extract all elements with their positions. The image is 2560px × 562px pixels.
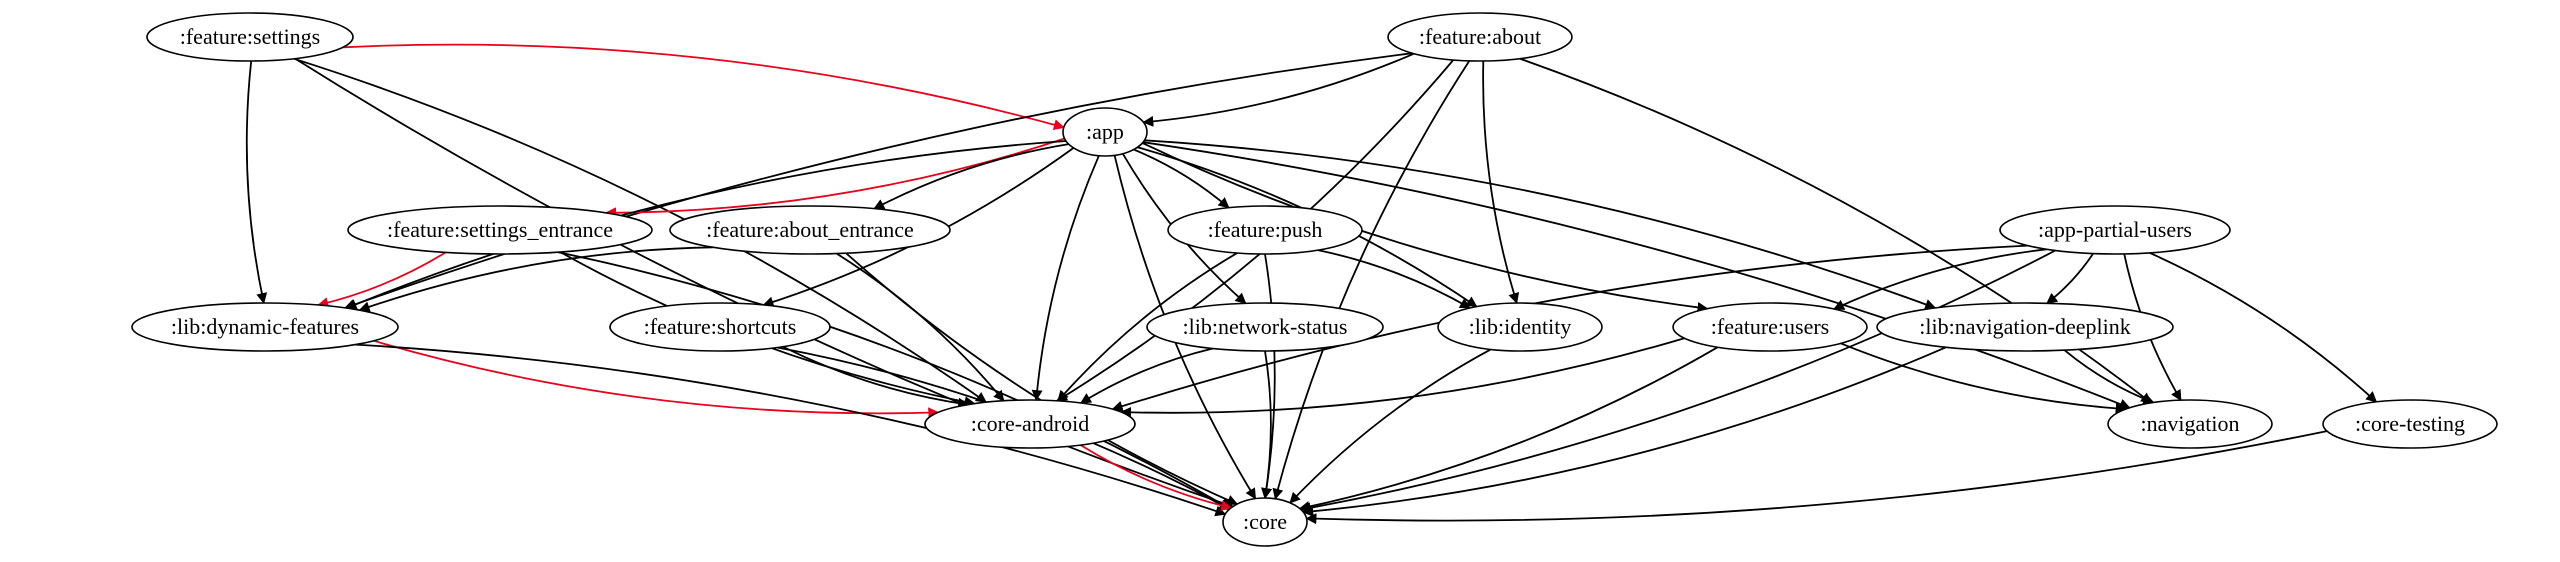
edge-feature_about_entrance-to-core	[845, 252, 1239, 506]
node-ellipse	[131, 302, 399, 352]
edge-feature_settings-to-core_android	[293, 57, 987, 403]
edge-lib_navigation_deeplink-to-core	[1302, 346, 1947, 517]
node-label: :feature:shortcuts	[644, 314, 797, 339]
edge-feature_settings-to-app	[342, 43, 1065, 131]
node-label: :core	[1243, 509, 1287, 534]
node-label: :app-partial-users	[2038, 217, 2192, 242]
edge-feature_users-to-core	[1298, 346, 1719, 512]
node-feature-settings-entrance: :feature:settings_entrance	[347, 205, 653, 255]
node-label: :lib:dynamic-features	[171, 314, 359, 339]
node-label: :feature:settings	[180, 24, 321, 49]
edge-feature_settings-to-lib_dynamic_features	[245, 60, 268, 305]
node-feature-users: :feature:users	[1672, 302, 1868, 352]
edge-app_partial_users-to-core_android	[1111, 244, 2028, 412]
node-label: :lib:network-status	[1183, 314, 1348, 339]
edge-core_testing-to-core	[1305, 430, 2328, 525]
node-label: :core-android	[971, 411, 1090, 436]
node-core-testing: :core-testing	[2322, 399, 2498, 449]
node-lib-navigation-deeplink: :lib:navigation-deeplink	[1876, 302, 2174, 352]
node-ellipse	[347, 205, 653, 255]
edge-feature_about-to-core	[1272, 60, 1471, 500]
node-ellipse	[1222, 497, 1308, 547]
node-label: :feature:settings_entrance	[387, 217, 613, 242]
edge-feature_about-to-lib_dynamic_features	[344, 52, 1413, 310]
node-ellipse	[1672, 302, 1868, 352]
node-ellipse	[1146, 302, 1384, 352]
edge-app-to-feature_about_entrance	[873, 143, 1069, 210]
edge-app-to-core_android	[1031, 155, 1100, 402]
node-ellipse	[2107, 399, 2273, 449]
edge-feature_shortcuts-to-core_android	[782, 345, 970, 409]
node-ellipse	[1999, 205, 2231, 255]
node-core: :core	[1222, 497, 1308, 547]
nodes-layer: :feature:settings :feature:about :app :feat…	[131, 12, 2498, 547]
node-navigation: :navigation	[2107, 399, 2273, 449]
node-feature-about-entrance: :feature:about_entrance	[669, 205, 951, 255]
node-label: :app	[1086, 119, 1124, 144]
edge-lib_network_status-to-core	[1261, 350, 1272, 500]
edge-feature_about_entrance-to-lib_dynamic_features	[358, 246, 713, 313]
edge-feature_push-to-lib_identity	[1317, 249, 1471, 309]
edge-app-to-lib_dynamic_features	[345, 140, 1067, 310]
edge-feature_users-to-navigation	[1840, 342, 2127, 414]
edge-app_partial_users-to-lib_navigation_deeplink	[2046, 253, 2094, 305]
edge-feature_push-to-core_android	[1057, 252, 1238, 402]
node-app: :app	[1062, 107, 1148, 157]
node-ellipse	[1437, 302, 1603, 352]
node-ellipse	[924, 399, 1136, 449]
node-label: :lib:identity	[1469, 314, 1572, 339]
node-ellipse	[1167, 205, 1363, 255]
node-feature-about: :feature:about	[1387, 12, 1573, 62]
node-feature-shortcuts: :feature:shortcuts	[609, 302, 831, 352]
edge-app_partial_users-to-feature_users	[1833, 248, 2047, 310]
edge-lib_dynamic_features-to-core	[355, 343, 1227, 517]
node-label: :feature:users	[1711, 314, 1830, 339]
edge-app-to-feature_push	[1133, 148, 1230, 209]
edge-app-to-feature_users	[1142, 142, 1709, 313]
node-label: :core-testing	[2355, 411, 2465, 436]
edge-lib_identity-to-core	[1289, 348, 1492, 504]
node-ellipse	[1387, 12, 1573, 62]
edge-feature_settings_entrance-to-lib_dynamic_features	[317, 251, 447, 309]
node-label: :feature:about	[1419, 24, 1541, 49]
edges-layer	[245, 43, 2378, 525]
node-ellipse	[1876, 302, 2174, 352]
node-ellipse	[669, 205, 951, 255]
node-label: :navigation	[2141, 411, 2240, 436]
node-lib-identity: :lib:identity	[1437, 302, 1603, 352]
edge-feature_settings_entrance-to-core	[557, 251, 1232, 510]
node-lib-dynamic-features: :lib:dynamic-features	[131, 302, 399, 352]
edge-app_partial_users-to-core	[1299, 249, 2056, 514]
node-label: :feature:push	[1208, 217, 1323, 242]
node-ellipse	[609, 302, 831, 352]
edge-lib_navigation_deeplink-to-navigation	[2063, 349, 2155, 405]
edge-lib_network_status-to-core_android	[1079, 347, 1214, 404]
edge-feature_about-to-app	[1142, 52, 1415, 127]
node-app-partial-users: :app-partial-users	[1999, 205, 2231, 255]
edge-app-to-navigation	[1142, 141, 2131, 410]
node-feature-push: :feature:push	[1167, 205, 1363, 255]
node-feature-settings: :feature:settings	[146, 12, 354, 62]
node-lib-network-status: :lib:network-status	[1146, 302, 1384, 352]
node-core-android: :core-android	[924, 399, 1136, 449]
node-ellipse	[146, 12, 354, 62]
edge-app_partial_users-to-core_testing	[2149, 252, 2378, 403]
node-label: :feature:about_entrance	[706, 217, 914, 242]
node-ellipse	[2322, 399, 2498, 449]
node-label: :lib:navigation-deeplink	[1919, 314, 2130, 339]
edge-core_android-to-core	[1080, 444, 1233, 511]
edge-feature_users-to-core_android	[1120, 337, 1685, 418]
edge-app-to-lib_navigation_deeplink	[1144, 139, 1937, 310]
node-ellipse	[1062, 107, 1148, 157]
